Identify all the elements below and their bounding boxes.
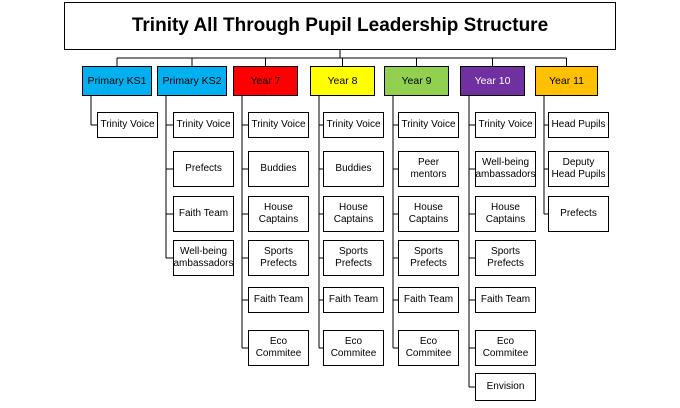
role-box: Trinity Voice: [323, 112, 384, 138]
role-box: Peer mentors: [398, 151, 459, 187]
role-box: Faith Team: [398, 287, 459, 313]
role-box: Trinity Voice: [173, 112, 234, 138]
role-box: Envision: [475, 373, 536, 401]
column-header-2: Year 7: [233, 66, 298, 96]
role-box: Buddies: [323, 151, 384, 187]
role-box: Sports Prefects: [475, 240, 536, 276]
column-header-0: Primary KS1: [82, 66, 152, 96]
role-box: Well-being ambassadors: [475, 151, 536, 187]
role-box: Sports Prefects: [248, 240, 309, 276]
role-box: Faith Team: [248, 287, 309, 313]
role-box: Trinity Voice: [248, 112, 309, 138]
role-box: Trinity Voice: [398, 112, 459, 138]
role-box: Faith Team: [475, 287, 536, 313]
role-box: Eco Commitee: [475, 330, 536, 366]
column-header-4: Year 9: [384, 66, 449, 96]
role-box: Faith Team: [173, 196, 234, 232]
column-header-1: Primary KS2: [157, 66, 227, 96]
role-box: Prefects: [548, 196, 609, 232]
role-box: House Captains: [248, 196, 309, 232]
column-header-5: Year 10: [460, 66, 525, 96]
role-box: Eco Commitee: [323, 330, 384, 366]
role-box: Buddies: [248, 151, 309, 187]
role-box: Head Pupils: [548, 112, 609, 138]
role-box: Well-being ambassadors: [173, 240, 234, 276]
column-header-6: Year 11: [535, 66, 598, 96]
role-box: House Captains: [323, 196, 384, 232]
role-box: Sports Prefects: [323, 240, 384, 276]
role-box: House Captains: [475, 196, 536, 232]
chart-title: Trinity All Through Pupil Leadership Str…: [131, 15, 549, 36]
role-box: Sports Prefects: [398, 240, 459, 276]
role-box: Trinity Voice: [475, 112, 536, 138]
role-box: Deputy Head Pupils: [548, 151, 609, 187]
role-box: Faith Team: [323, 287, 384, 313]
role-box: Eco Commitee: [248, 330, 309, 366]
column-header-3: Year 8: [310, 66, 375, 96]
role-box: House Captains: [398, 196, 459, 232]
role-box: Eco Commitee: [398, 330, 459, 366]
chart-title-box: Trinity All Through Pupil Leadership Str…: [64, 2, 616, 50]
role-box: Prefects: [173, 151, 234, 187]
role-box: Trinity Voice: [97, 112, 158, 138]
